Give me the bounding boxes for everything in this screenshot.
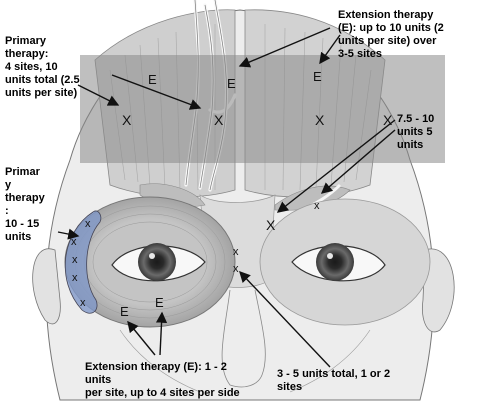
marker-x-lateral-5: x bbox=[80, 297, 86, 309]
marker-e-lower-2: E bbox=[155, 295, 164, 310]
marker-x-forehead-4: X bbox=[383, 112, 393, 128]
forehead-treatment-zone bbox=[80, 55, 445, 163]
label-primary-forehead: Primary therapy: 4 sites, 10 units total… bbox=[5, 35, 80, 99]
right-iris bbox=[316, 243, 354, 281]
label-extension-bottom: Extension therapy (E): 1 - 2 units per s… bbox=[85, 361, 240, 399]
label-primary-eye: Primar y therapy : 10 - 15 units bbox=[5, 166, 45, 243]
marker-e-lower-1: E bbox=[120, 304, 129, 319]
injection-markers: X X X X E E E X x x x x x x x x E E bbox=[71, 69, 393, 319]
nose bbox=[221, 289, 266, 388]
left-iris bbox=[138, 243, 176, 281]
marker-x-corrugator: X bbox=[266, 217, 276, 233]
marker-e-forehead-1: E bbox=[148, 72, 157, 87]
marker-x-forehead-2: X bbox=[214, 112, 224, 128]
marker-x-lateral-2: x bbox=[71, 236, 77, 248]
marker-e-forehead-3: E bbox=[313, 69, 322, 84]
marker-x-lateral-1: x bbox=[85, 218, 91, 230]
left-ear bbox=[32, 248, 61, 325]
leader-lines bbox=[57, 27, 396, 368]
marker-x-lateral-3: x bbox=[72, 254, 78, 266]
marker-e-forehead-2: E bbox=[227, 76, 236, 91]
marker-x-procerus-1: x bbox=[233, 246, 239, 258]
label-glabella: 3 - 5 units total, 1 or 2 sites bbox=[277, 368, 391, 393]
marker-x-corrugator-small: x bbox=[314, 200, 320, 212]
marker-x-forehead-1: X bbox=[122, 112, 132, 128]
label-right-dose: 7.5 - 10 units 5 units bbox=[397, 113, 435, 151]
marker-x-procerus-2: x bbox=[233, 263, 239, 275]
label-extension-top: Extension therapy (E): up to 10 units (2… bbox=[338, 9, 444, 60]
marker-x-forehead-3: X bbox=[315, 112, 325, 128]
marker-x-lateral-4: x bbox=[72, 272, 78, 284]
right-ear bbox=[421, 248, 455, 333]
